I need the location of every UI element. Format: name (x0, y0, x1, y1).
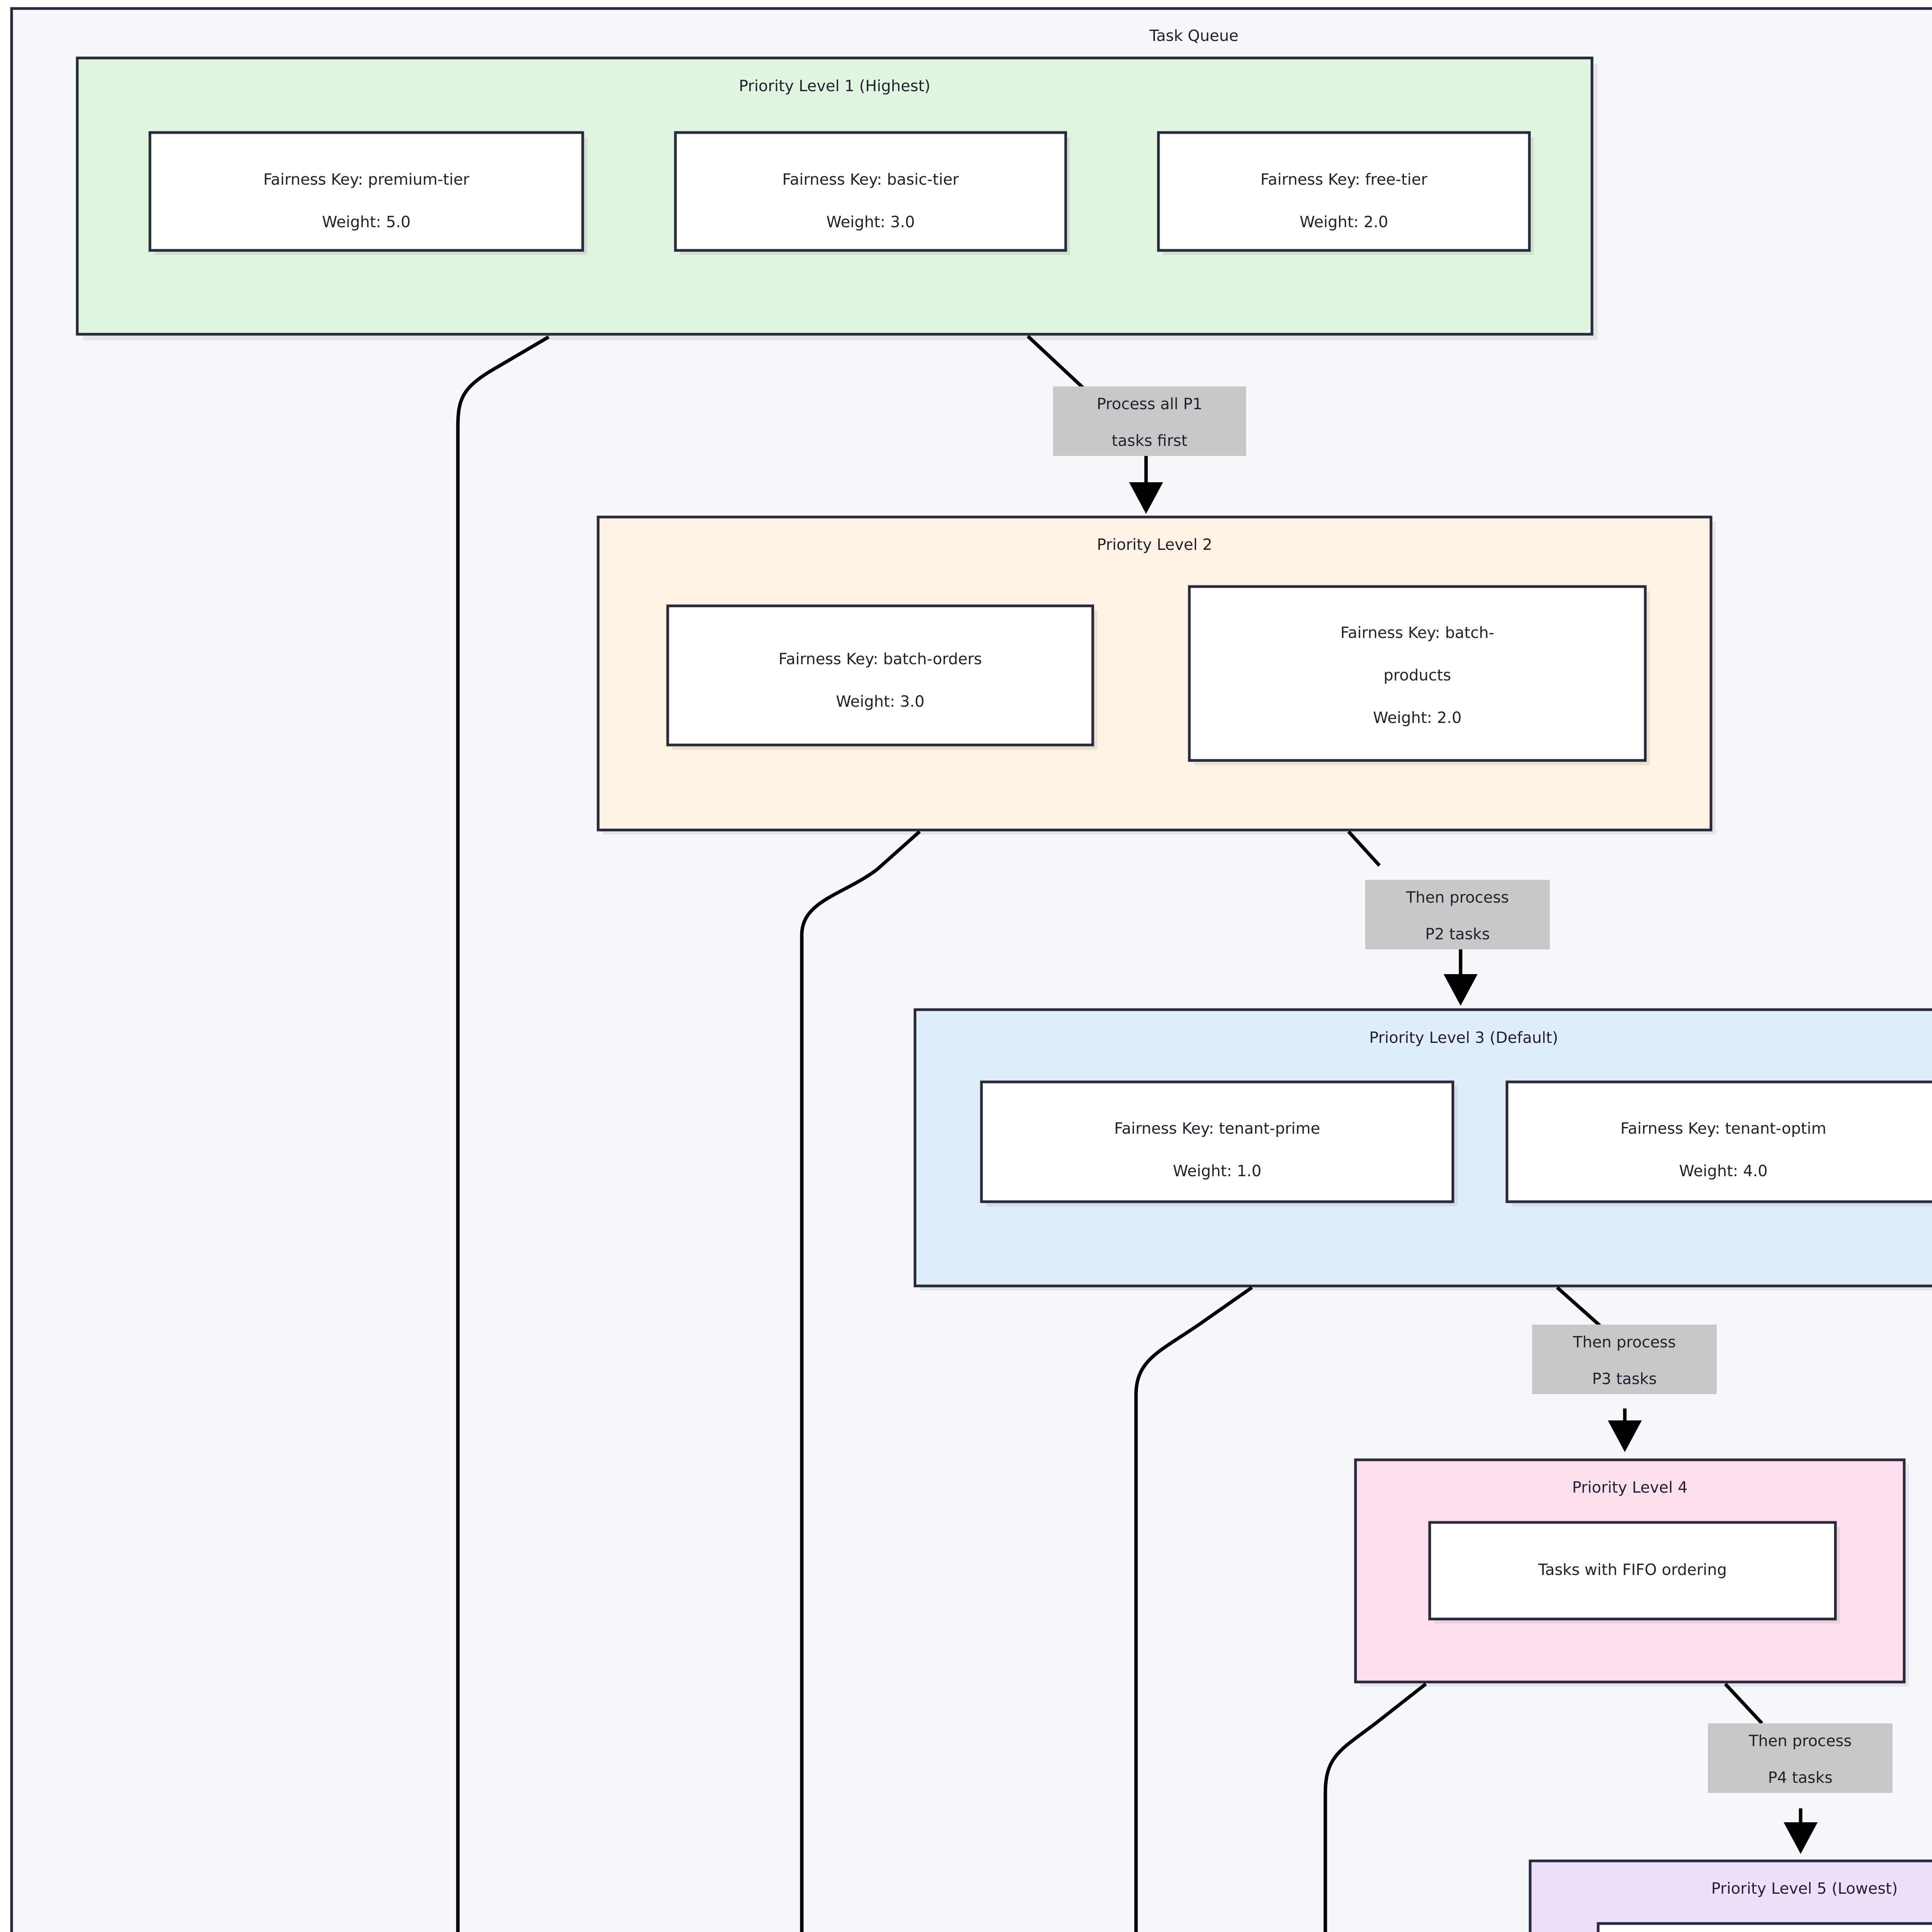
p1-item-1-box (674, 131, 1067, 252)
p2-item-1-key-line2: products (1384, 667, 1451, 684)
edge-p4-to-workers (1323, 1682, 1427, 1932)
p1-item-0-key: Fairness Key: premium-tier (263, 171, 469, 189)
edge-label-0-line1: Process all P1 (1097, 395, 1202, 413)
edge-p2-to-p3 (1347, 830, 1478, 1006)
p3-item-0-box (980, 1080, 1454, 1203)
edge-label-then-process-p4: Then process P4 tasks (1708, 1723, 1893, 1793)
edge-p4-to-p5 (1724, 1682, 1818, 1854)
p4-item-0-key: Tasks with FIFO ordering (1538, 1561, 1727, 1579)
p2-item-batch-orders: Fairness Key: batch-orders Weight: 3.0 (666, 604, 1097, 750)
p3-item-1-box (1505, 1080, 1932, 1203)
p3-item-0-key: Fairness Key: tenant-prime (1114, 1120, 1320, 1138)
arrowhead-p1-p2 (1129, 482, 1163, 514)
p5-frame (1529, 1859, 1932, 1932)
p2-item-0-box (666, 604, 1094, 747)
arrowhead-p2-p3 (1444, 974, 1478, 1006)
p3-item-1-weight: Weight: 4.0 (1679, 1162, 1767, 1180)
edge-label-then-process-p3: Then process P3 tasks (1532, 1325, 1717, 1394)
arrowhead-p4-p5 (1784, 1822, 1818, 1854)
p1-item-premium-tier: Fairness Key: premium-tier Weight: 5.0 (148, 131, 587, 255)
p3-item-0-weight: Weight: 1.0 (1173, 1162, 1261, 1180)
p1-title: Priority Level 1 (Highest) (739, 77, 930, 95)
p2-item-1-box (1188, 585, 1647, 762)
edge-p3-to-workers (1134, 1286, 1253, 1932)
p3-item-tenant-prime: Fairness Key: tenant-prime Weight: 1.0 (980, 1080, 1458, 1206)
p1-item-2-weight: Weight: 2.0 (1299, 213, 1388, 231)
cluster-priority-level-3: Priority Level 3 (Default) Fairness Key:… (913, 1008, 1932, 1291)
p2-item-0-key: Fairness Key: batch-orders (779, 650, 982, 668)
p1-item-basic-tier: Fairness Key: basic-tier Weight: 3.0 (674, 131, 1070, 255)
p2-item-batch-products: Fairness Key: batch- products Weight: 2.… (1188, 585, 1650, 765)
p5-title: Priority Level 5 (Lowest) (1711, 1880, 1898, 1898)
edge-label-0-line2: tasks first (1112, 432, 1187, 450)
edge-label-1-line2: P2 tasks (1425, 925, 1490, 943)
p2-item-1-weight: Weight: 2.0 (1373, 709, 1461, 727)
p4-title: Priority Level 4 (1572, 1479, 1688, 1497)
p2-item-0-weight: Weight: 3.0 (836, 693, 924, 711)
edge-label-process-all-p1: Process all P1 tasks first (1053, 386, 1246, 456)
cluster-priority-level-1: Priority Level 1 (Highest) Fairness Key:… (76, 56, 1598, 340)
cluster-priority-level-4: Priority Level 4 Tasks with FIFO orderin… (1354, 1458, 1909, 1687)
p4-item-0-box (1428, 1521, 1837, 1621)
p2-title: Priority Level 2 (1097, 536, 1213, 554)
p3-item-1-key: Fairness Key: tenant-optim (1621, 1120, 1827, 1138)
arrowhead-p3-p4 (1608, 1420, 1642, 1452)
p1-item-1-key: Fairness Key: basic-tier (782, 171, 959, 189)
cluster-priority-level-2: Priority Level 2 Fairness Key: batch-ord… (597, 515, 1716, 835)
p1-item-free-tier: Fairness Key: free-tier Weight: 2.0 (1157, 131, 1534, 255)
edge-label-1-line1: Then process (1406, 889, 1509, 906)
p1-item-2-key: Fairness Key: free-tier (1260, 171, 1428, 189)
edge-label-then-process-p2: Then process P2 tasks (1365, 880, 1550, 949)
p2-item-1-key-line1: Fairness Key: batch- (1340, 624, 1494, 642)
p1-item-0-box (148, 131, 584, 252)
edge-label-2-line1: Then process (1573, 1333, 1676, 1351)
p3-title: Priority Level 3 (Default) (1369, 1029, 1558, 1047)
edge-p1-to-workers (456, 335, 550, 1932)
p5-item-0-box (1597, 1922, 1932, 1932)
p3-item-tenant-optim: Fairness Key: tenant-optim Weight: 4.0 (1505, 1080, 1932, 1206)
edge-p3-to-p4 (1556, 1286, 1642, 1452)
edge-label-3-line1: Then process (1748, 1732, 1852, 1750)
cluster-priority-level-5: Priority Level 5 (Lowest) Tasks with FIF… (1529, 1859, 1932, 1932)
p1-item-0-weight: Weight: 5.0 (322, 213, 410, 231)
edge-label-3-line2: P4 tasks (1768, 1769, 1832, 1787)
p1-item-1-weight: Weight: 3.0 (826, 213, 915, 231)
edge-p2-to-workers (800, 830, 921, 1932)
task-queue-title: Task Queue (1149, 27, 1238, 45)
p4-item-fifo: Tasks with FIFO ordering (1428, 1521, 1840, 1624)
p5-item-fifo: Tasks with FIFO ordering (1597, 1922, 1932, 1932)
edge-label-2-line2: P3 tasks (1592, 1370, 1656, 1388)
p1-item-2-box (1157, 131, 1531, 252)
